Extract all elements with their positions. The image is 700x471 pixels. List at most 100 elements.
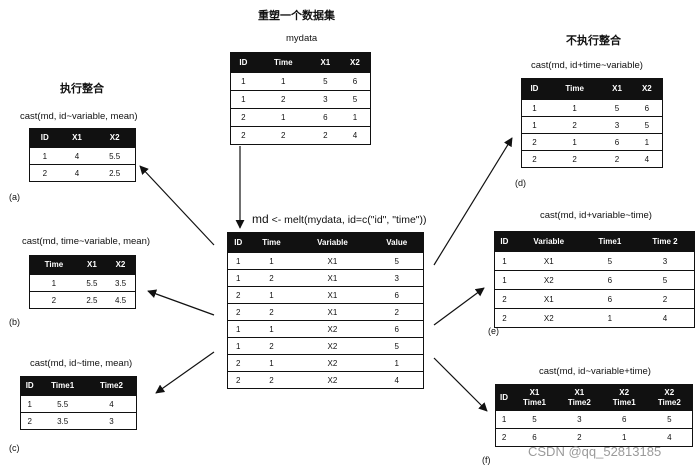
table-cell: 1: [29, 147, 60, 165]
table-cell: 5: [635, 270, 695, 290]
table-cell: 1: [227, 269, 249, 287]
table-cell: 6: [601, 410, 647, 429]
cast-f-caption: cast(md, id~variable+time): [539, 366, 651, 377]
table-cell: X2: [294, 320, 371, 338]
table-cell: 2: [227, 286, 249, 304]
cast-c-label: (c): [9, 443, 20, 453]
column-header-line: X2: [619, 387, 630, 397]
table-cell: 5: [370, 252, 424, 270]
table-cell: 2: [255, 126, 311, 145]
cast-f-label: (f): [482, 455, 491, 465]
column-header: ID: [521, 78, 547, 100]
column-header-line: Time2: [567, 397, 591, 407]
table-cell: 1: [339, 108, 371, 127]
table-cell: 2: [230, 126, 256, 145]
table-cell: 5: [512, 410, 557, 429]
table-cell: 6: [370, 286, 424, 304]
table-cell: 2: [29, 291, 78, 309]
table-cell: 2: [521, 133, 547, 151]
column-header: Time: [255, 52, 311, 73]
table-cell: 6: [583, 289, 636, 309]
table-cell: 3: [635, 251, 695, 271]
table-cell: 2: [370, 303, 424, 321]
arrow-melt-to-b: [147, 289, 215, 316]
table-cell: 1: [495, 410, 513, 429]
column-header: X2: [94, 128, 136, 148]
table-cell: 4: [59, 147, 95, 165]
table-cell: 1: [227, 252, 249, 270]
column-header: X1: [602, 78, 632, 100]
table-cell: 2: [546, 150, 603, 168]
cast-a-caption: cast(md, id~variable, mean): [20, 111, 138, 122]
table-cell: 2.5: [94, 164, 136, 182]
column-header: ID: [230, 52, 256, 73]
column-header-line: Time1: [523, 397, 546, 407]
column-header: ID: [227, 232, 249, 253]
table-cell: 1: [546, 99, 603, 117]
column-header: Variable: [294, 232, 371, 253]
table-cell: 1: [248, 286, 295, 304]
table-cell: 1: [601, 428, 647, 447]
column-header: X1: [310, 52, 340, 73]
table-cell: 4: [59, 164, 95, 182]
table-cell: 1: [494, 251, 514, 271]
table-cell: 1: [370, 354, 424, 372]
table-cell: X1: [513, 251, 584, 271]
table-cell: 6: [631, 99, 663, 117]
column-header: ID: [20, 376, 39, 396]
column-header: ID: [494, 231, 514, 252]
table-cell: 2: [495, 428, 513, 447]
table-cell: 5: [583, 251, 636, 271]
table-cell: 2: [635, 289, 695, 309]
table-cell: 5: [602, 99, 632, 117]
table-cell: 6: [583, 270, 636, 290]
table-cell: 3: [370, 269, 424, 287]
table-cell: 3: [310, 90, 340, 109]
cast-b-label: (b): [9, 317, 20, 327]
table-cell: X1: [513, 289, 584, 309]
table-cell: 3: [602, 116, 632, 134]
column-header: X2: [106, 255, 136, 275]
column-header: Time1: [38, 376, 87, 396]
melt-caption: md <- melt(mydata, id=c("id", "time")): [252, 212, 427, 226]
table-cell: 6: [339, 72, 371, 91]
table-cell: 6: [512, 428, 557, 447]
table-cell: 1: [248, 320, 295, 338]
cast-b-caption: cast(md, time~variable, mean): [22, 236, 151, 247]
table-cell: X2: [513, 270, 584, 290]
table-cell: 1: [248, 252, 295, 270]
table-cell: 2: [227, 354, 249, 372]
table-cell: 1: [255, 72, 311, 91]
column-header: X2: [339, 52, 371, 73]
table-cell: 4: [339, 126, 371, 145]
top-title: 重塑一个数据集: [258, 10, 335, 22]
table-cell: 5: [631, 116, 663, 134]
table-cell: 6: [370, 320, 424, 338]
cast-e-label: (e): [488, 326, 499, 336]
table-cell: 2: [248, 371, 295, 389]
column-header-line: Time1: [612, 397, 636, 407]
table-cell: 2.5: [77, 291, 106, 309]
table-cell: 2: [602, 150, 632, 168]
table-cell: X2: [294, 354, 371, 372]
column-header-line: X2: [664, 387, 675, 397]
table-cell: 4.5: [106, 291, 136, 309]
table-cell: 4: [635, 308, 695, 328]
column-header: X2: [631, 78, 663, 100]
